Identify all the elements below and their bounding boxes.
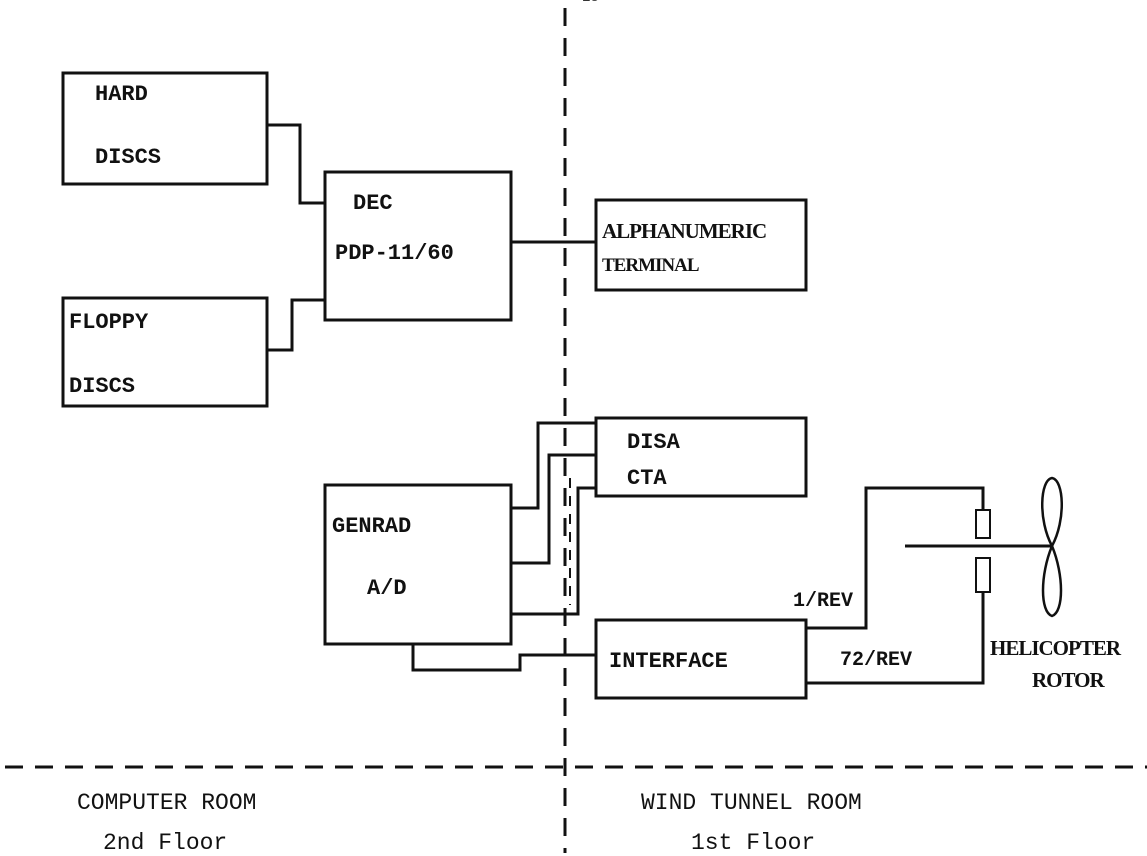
helicopter-label: HELICOPTER <box>990 636 1121 660</box>
ad-label: A/D <box>367 576 407 601</box>
floppy-discs-label-line2: DISCS <box>69 374 136 399</box>
page-number: 18 <box>582 0 599 6</box>
pdp-label: PDP-11/60 <box>335 241 454 266</box>
terminal-label-line2: TERMINAL <box>602 255 700 276</box>
one-per-rev-line <box>806 486 985 630</box>
genrad-label: GENRAD <box>332 514 412 539</box>
wind-tunnel-room-label: WIND TUNNEL ROOM <box>641 790 862 816</box>
floppy-discs-label-line1: FLOPPY <box>69 310 149 335</box>
cta-label: CTA <box>627 466 667 491</box>
hard-discs-box <box>61 71 269 186</box>
floppy-discs-link <box>267 298 325 352</box>
genrad-disa-link-1 <box>511 421 596 510</box>
interface-box <box>594 618 808 700</box>
hard-discs-link <box>267 123 325 205</box>
rotor-label: ROTOR <box>1032 668 1105 692</box>
disa-cta-box <box>594 416 808 498</box>
floppy-discs-box <box>61 296 269 408</box>
one-per-rev-sensor <box>975 509 991 539</box>
disa-label: DISA <box>627 430 680 455</box>
hard-discs-label-line2: DISCS <box>95 145 162 170</box>
interface-label: INTERFACE <box>609 649 728 674</box>
one-per-rev-label: 1/REV <box>793 590 854 613</box>
genrad-interface-link <box>411 644 596 672</box>
dec-computer-box <box>323 170 513 322</box>
genrad-ad-box <box>323 483 513 646</box>
genrad-disa-link-3 <box>511 486 596 616</box>
wind-tunnel-room-floor: 1st Floor <box>691 830 816 856</box>
seventy-two-per-rev-sensor <box>975 557 991 593</box>
alphanumeric-terminal-box <box>594 198 808 292</box>
dec-label: DEC <box>353 191 393 216</box>
rotor-blade-lower <box>1041 542 1063 618</box>
hard-discs-label-line1: HARD <box>95 82 148 107</box>
rotor-blade-upper <box>1041 476 1063 549</box>
computer-room-label: COMPUTER ROOM <box>77 790 257 816</box>
terminal-label-line1: ALPHANUMERIC <box>602 219 767 243</box>
genrad-disa-link-2 <box>511 453 596 565</box>
seventy-two-per-rev-line <box>806 592 985 685</box>
seventy-two-per-rev-label: 72/REV <box>840 649 913 672</box>
computer-room-floor: 2nd Floor <box>103 830 228 856</box>
